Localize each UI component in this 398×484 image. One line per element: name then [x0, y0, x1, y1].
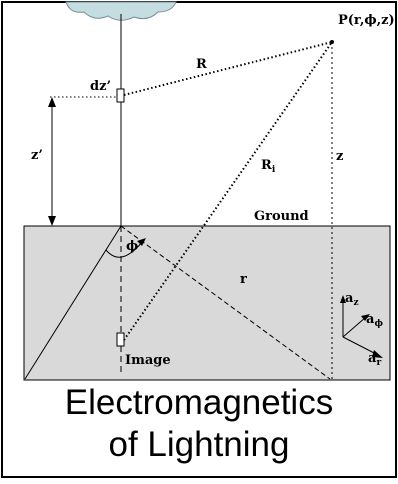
phi-angle-arc	[105, 240, 144, 258]
phi-arc-arrowhead	[137, 238, 146, 246]
dz-label: dz’	[90, 79, 111, 94]
zprime-arrowhead-bottom	[48, 216, 56, 226]
ar-arrowhead	[372, 350, 383, 358]
Ri-subscript: i	[271, 165, 276, 175]
aphi-subscript: ϕ	[374, 319, 383, 329]
image-left-diagonal	[24, 225, 122, 380]
zprime-label: z’	[31, 148, 43, 163]
aphi-arrowhead	[361, 314, 370, 321]
R-label: R	[196, 57, 207, 72]
az-main: a	[345, 291, 354, 306]
distance-Ri-line	[123, 41, 333, 341]
ar-subscript: r	[376, 358, 382, 368]
current-element-dz	[116, 88, 125, 103]
ar-main: a	[368, 351, 377, 366]
Ri-main: R	[261, 158, 272, 173]
ground-region	[23, 225, 391, 381]
cloud-icon	[65, 1, 177, 21]
az-label: az	[345, 292, 359, 308]
az-subscript: z	[353, 298, 359, 308]
aphi-main: a	[366, 312, 375, 327]
aphi-vector	[342, 316, 367, 338]
z-label: z	[336, 149, 344, 164]
az-arrowhead	[340, 295, 346, 303]
radial-r-line	[120, 225, 331, 380]
phi-label: ϕ	[126, 239, 139, 254]
caption-line-1: Electromagnetics	[64, 383, 334, 422]
zprime-arrowhead-top	[48, 97, 56, 107]
image-current-element	[116, 332, 125, 347]
image-label: Image	[125, 353, 171, 368]
ground-label: Ground	[254, 209, 309, 224]
ar-label: ar	[368, 352, 381, 368]
r-label: r	[240, 272, 247, 287]
caption-line-2: of Lightning	[108, 425, 290, 464]
ar-vector	[342, 336, 379, 356]
Ri-label: Ri	[261, 159, 275, 175]
point-P-label: P(r,ϕ,z)	[338, 13, 395, 28]
aphi-label: aϕ	[366, 313, 383, 329]
